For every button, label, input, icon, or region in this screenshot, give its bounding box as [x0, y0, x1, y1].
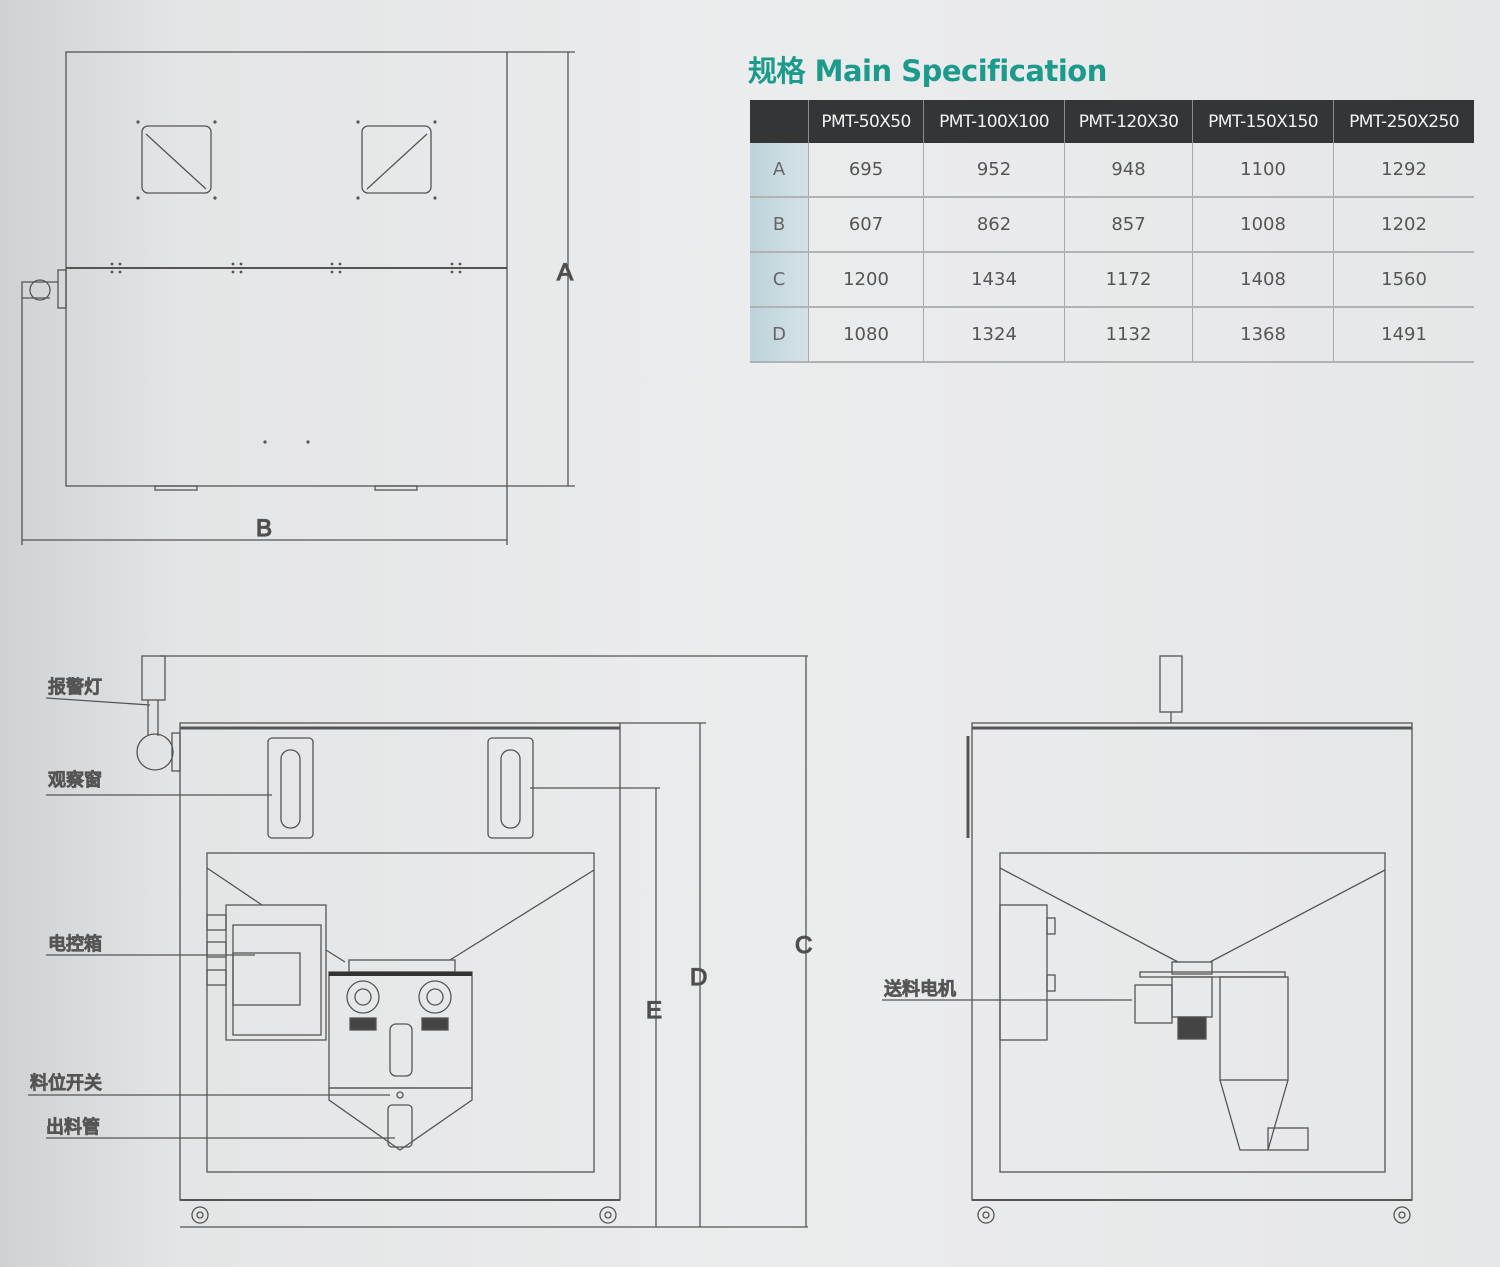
callout-alarm-lamp: 报警灯: [48, 677, 102, 697]
table-cell: 1434: [923, 252, 1065, 308]
row-label: D: [750, 307, 809, 363]
table-cell: 1491: [1333, 307, 1474, 363]
table-cell: 695: [807, 143, 924, 198]
row-label: A: [750, 143, 809, 198]
table-cell: 1200: [807, 252, 924, 308]
column-header: PMT-50X50: [807, 100, 924, 143]
table-row: C 1200 1434 1172 1408 1560: [750, 252, 1474, 308]
table-cell: 952: [923, 143, 1065, 198]
dimension-a-label: A: [557, 259, 573, 286]
table-cell: 1132: [1064, 307, 1193, 363]
dimension-e-label: E: [646, 997, 662, 1024]
spec-title: 规格 Main Specification: [748, 54, 1107, 88]
table-cell: 1172: [1064, 252, 1193, 308]
dimension-b-label: B: [256, 515, 272, 542]
callout-sight-window: 观察窗: [48, 770, 102, 790]
table-cell: 1292: [1333, 143, 1474, 198]
table-row: B 607 862 857 1008 1202: [750, 197, 1474, 253]
header-corner: [750, 100, 809, 143]
row-label: C: [750, 252, 809, 308]
table-cell: 1100: [1192, 143, 1334, 198]
row-label: B: [750, 197, 809, 253]
callout-level-switch: 料位开关: [30, 1073, 102, 1093]
table-header-row: PMT-50X50 PMT-100X100 PMT-120X30 PMT-150…: [750, 100, 1474, 143]
callout-control-box: 电控箱: [48, 934, 102, 954]
table-cell: 607: [807, 197, 924, 253]
table-cell: 1408: [1192, 252, 1334, 308]
table-cell: 1368: [1192, 307, 1334, 363]
top-view: [21, 51, 575, 545]
column-header: PMT-250X250: [1333, 100, 1474, 143]
column-header: PMT-100X100: [923, 100, 1065, 143]
table-cell: 1324: [923, 307, 1065, 363]
callout-feed-motor: 送料电机: [884, 979, 956, 999]
table-cell: 862: [923, 197, 1065, 253]
side-view: [882, 655, 1413, 1224]
column-header: PMT-150X150: [1192, 100, 1334, 143]
table-row: A 695 952 948 1100 1292: [750, 143, 1474, 198]
table-cell: 1080: [807, 307, 924, 363]
dimension-c-label: C: [795, 932, 812, 959]
callout-discharge-pipe: 出料管: [46, 1117, 100, 1137]
table-cell: 857: [1064, 197, 1193, 253]
table-cell: 1008: [1192, 197, 1334, 253]
spec-table: PMT-50X50 PMT-100X100 PMT-120X30 PMT-150…: [750, 100, 1474, 363]
table-row: D 1080 1324 1132 1368 1491: [750, 307, 1474, 363]
column-header: PMT-120X30: [1064, 100, 1193, 143]
dimension-d-label: D: [690, 964, 707, 991]
table-cell: 1202: [1333, 197, 1474, 253]
table-cell: 948: [1064, 143, 1193, 198]
table-cell: 1560: [1333, 252, 1474, 308]
front-view: [28, 655, 808, 1228]
